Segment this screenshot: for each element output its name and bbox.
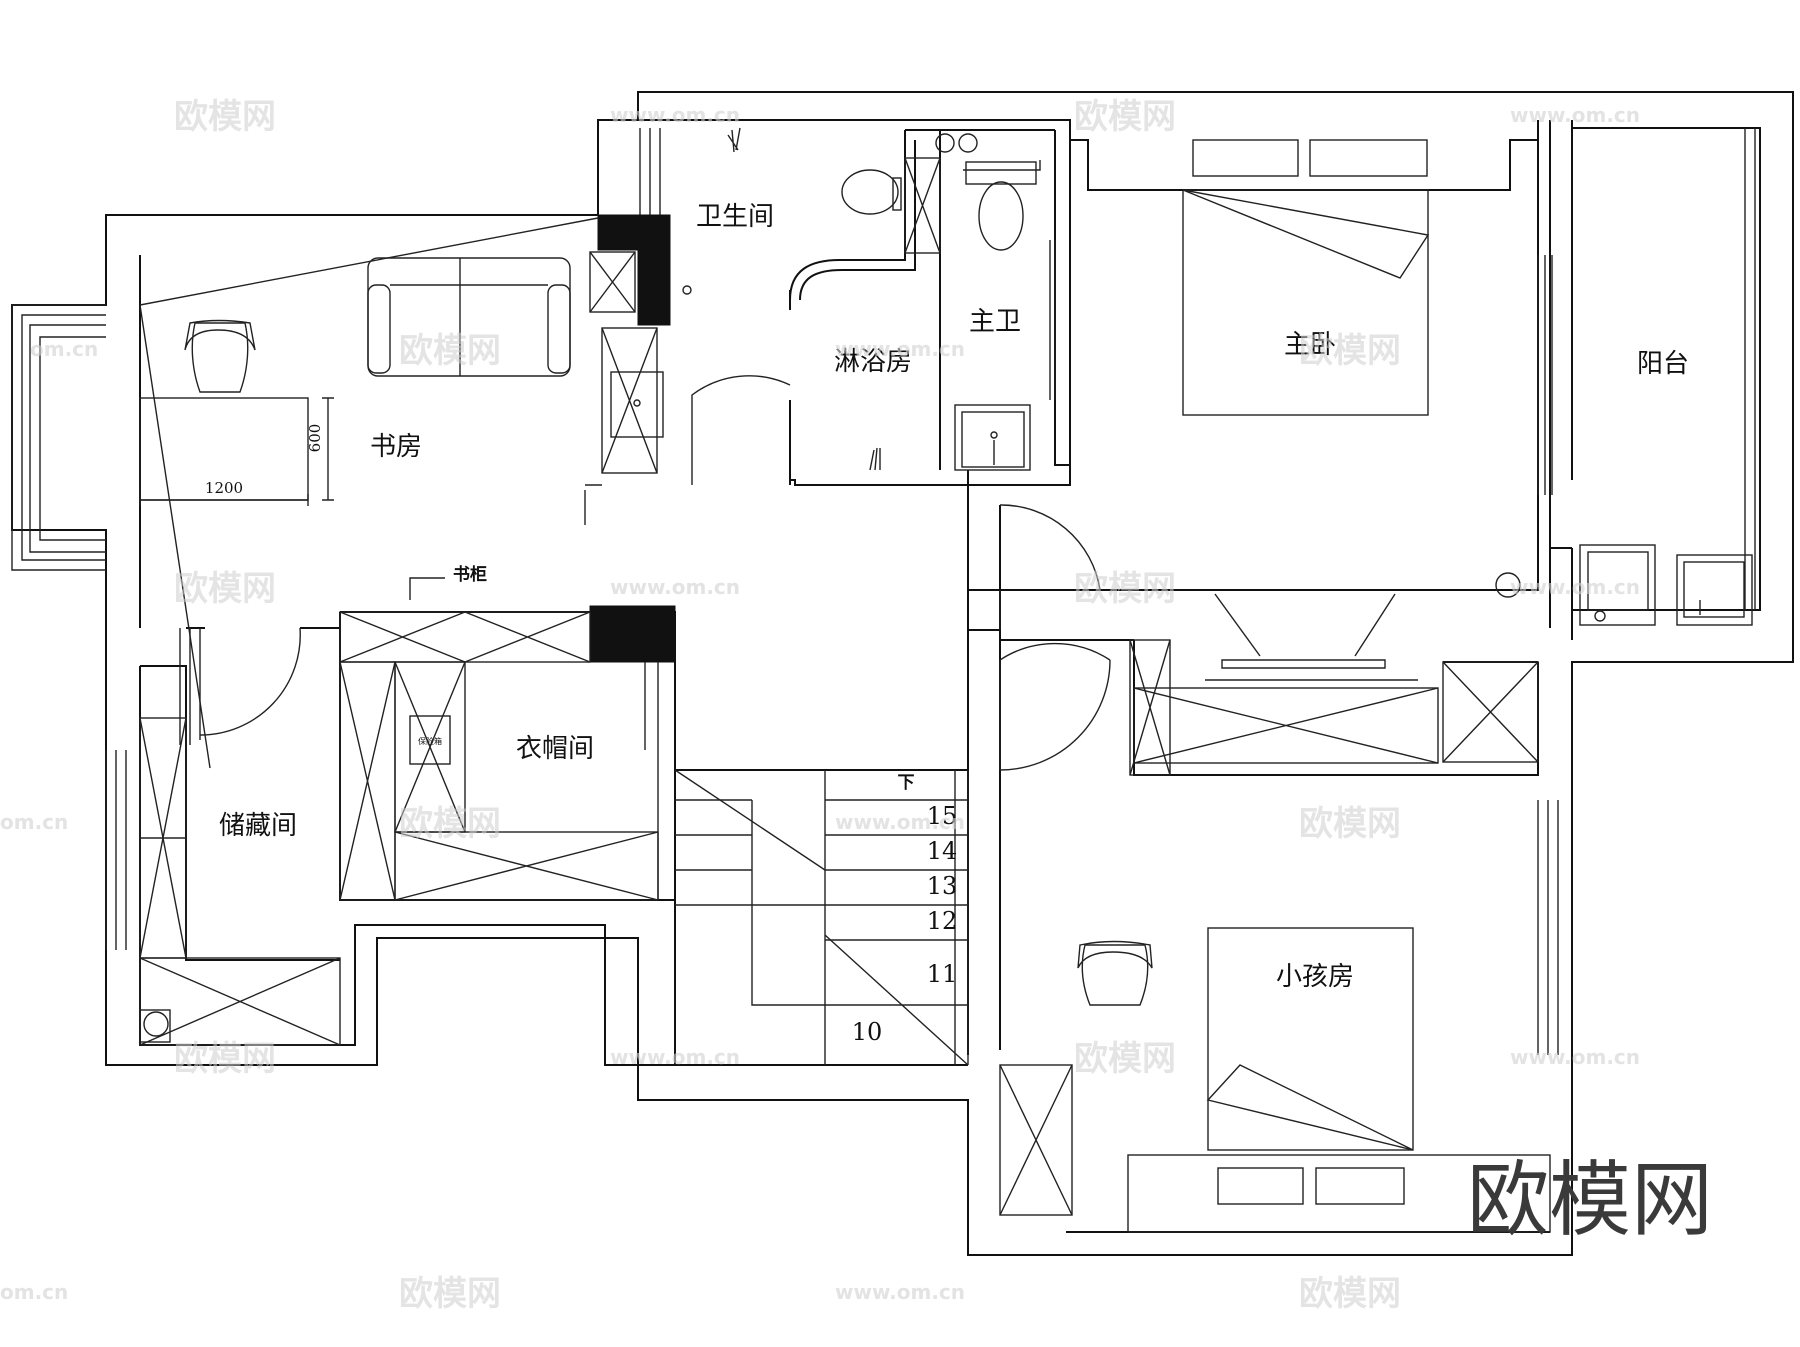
label-balcony: 阳台 [1637,349,1689,379]
watermark-url-short: om.cn [0,810,68,834]
doors-corridor [999,504,1111,771]
stair-step-14: 14 [927,837,958,865]
dimension-depth: 600 [306,424,324,453]
master-bath-fixtures [841,133,1056,471]
watermark-url: www.om.cn [1510,103,1640,127]
safe-label: 保险箱 [418,736,442,746]
label-storage: 储藏间 [219,811,297,841]
watermark-url: www.om.cn [1510,575,1640,599]
stairs-down-label: 下 [898,773,915,793]
watermark-url: www.om.cn [610,575,740,599]
label-bathroom: 卫生间 [696,202,774,232]
watermark-logo: 欧模网 [1074,569,1176,609]
dimension-width: 1200 [205,479,243,497]
stair-step-12: 12 [927,907,958,935]
watermark-logo: 欧模网 [174,1039,276,1079]
stair-step-13: 13 [927,872,958,900]
study-furniture: 1200 600 [139,217,599,769]
watermark-url-short: om.cn [30,337,98,361]
stair-step-11: 11 [927,960,958,988]
stairs [674,769,969,1066]
brand-logo: 欧模网 [1467,1153,1713,1248]
watermark-logo: 欧模网 [399,331,501,371]
wardrobes [105,611,1539,1216]
stair-step-10: 10 [852,1018,883,1046]
stair-step-15: 15 [927,802,958,830]
watermark-url: www.om.cn [835,337,965,361]
watermark-logo: 欧模网 [399,1274,501,1314]
bay-window [11,304,106,571]
watermark-url: www.om.cn [835,1280,965,1304]
label-cloakroom: 衣帽间 [516,734,594,764]
watermark-url: www.om.cn [610,1045,740,1069]
label-study: 书房 [370,432,422,462]
label-kids-room: 小孩房 [1276,962,1354,992]
watermark-logo: 欧模网 [399,804,501,844]
label-bookcase: 书柜 [453,564,487,585]
label-shower: 淋浴房 [834,347,912,377]
watermark-url: www.om.cn [610,103,740,127]
watermark-url: www.om.cn [835,810,965,834]
watermark-logo: 欧模网 [1299,1274,1401,1314]
room-labels: 卫生间 主卫 淋浴房 主卧 阳台 书房 书柜 衣帽间 储藏间 小孩房 [219,202,1689,992]
safe: 保险箱 [409,715,451,765]
bathroom-fixtures [584,127,791,525]
stair-labels: 下 15 14 13 12 11 10 [852,773,958,1046]
balcony [1537,128,1756,626]
kids-room-furniture [1077,800,1559,1233]
watermark-logo: 欧模网 [174,97,276,137]
watermark-logo: 欧模网 [1074,97,1176,137]
master-bedroom-furniture [999,139,1521,681]
outer-walls [11,91,1794,1256]
watermark-logo: 欧模网 [174,569,276,609]
watermark-logo: 欧模网 [1299,804,1401,844]
watermark-url-short: om.cn [0,1280,68,1304]
watermark-url: www.om.cn [1510,1045,1640,1069]
watermark-logo: 欧模网 [1074,1039,1176,1079]
watermark-logo: 欧模网 [1299,331,1401,371]
label-master-bath: 主卫 [969,307,1021,337]
columns [589,214,676,663]
label-master-bedroom: 主卧 [1284,330,1336,360]
watermarks: 欧模网 欧模网 欧模网 欧模网 欧模网 欧模网 欧模网 欧模网 欧模网 欧模网 … [0,97,1640,1314]
